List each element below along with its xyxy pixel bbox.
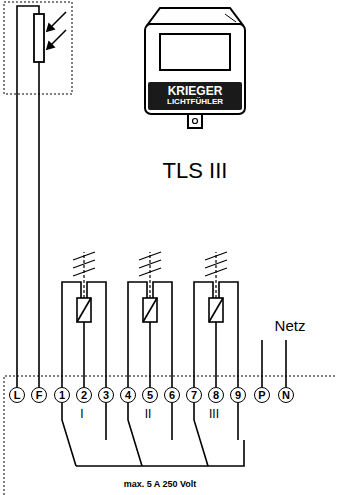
terminal-circle: 9: [230, 387, 246, 403]
brand-text: LICHTFÜHLER: [167, 98, 223, 107]
terminal-label: 5: [147, 390, 153, 401]
relay-symbol: [62, 252, 106, 466]
terminal-label: P: [258, 390, 265, 401]
rating-note: max. 5 A 250 Volt: [123, 480, 198, 489]
relay-number: II: [144, 408, 153, 420]
contact-bus: [76, 440, 244, 466]
terminal-label: 1: [59, 390, 65, 401]
terminal-label: 4: [125, 390, 131, 401]
terminal-circle: N: [278, 387, 294, 403]
terminal-enclosure: [4, 376, 335, 495]
relay-symbol: [128, 252, 172, 466]
terminal-circle: 6: [164, 387, 180, 403]
sensor-enclosure: [4, 2, 72, 94]
sensor-device: [145, 8, 245, 128]
terminal-label: 9: [235, 390, 241, 401]
terminal-label: N: [282, 390, 290, 401]
terminal-label: 8: [213, 390, 219, 401]
light-arrows: [47, 12, 66, 49]
terminal-label: 7: [191, 390, 197, 401]
terminal-label: 3: [103, 390, 109, 401]
wire-f: [38, 62, 40, 387]
wire-p: [261, 340, 263, 387]
terminal-circle: 4: [120, 387, 136, 403]
relay-number: I: [79, 408, 84, 420]
terminal-label: F: [36, 390, 43, 401]
device-title: TLS III: [162, 160, 229, 182]
wire-l: [17, 6, 39, 387]
terminal-label: 2: [81, 390, 87, 401]
terminal-circle: F: [31, 387, 47, 403]
wire-n: [285, 340, 287, 387]
terminal-circle: 7: [186, 387, 202, 403]
brand-plate: KRIEGERLICHTFÜHLER: [148, 82, 242, 110]
terminal-circle: L: [9, 387, 25, 403]
terminal-circle: 3: [98, 387, 114, 403]
mains-label: Netz: [274, 318, 307, 333]
photo-resistor: [34, 14, 44, 62]
terminal-circle: 2: [76, 387, 92, 403]
terminal-circle: 1: [54, 387, 70, 403]
terminal-circle: 8: [208, 387, 224, 403]
relay-number: III: [208, 408, 220, 420]
terminal-label: 6: [169, 390, 175, 401]
terminal-label: L: [14, 390, 21, 401]
brand-text: KRIEGER: [168, 85, 223, 98]
terminal-circle: P: [254, 387, 270, 403]
terminal-circle: 5: [142, 387, 158, 403]
relay-symbol: [194, 252, 238, 466]
